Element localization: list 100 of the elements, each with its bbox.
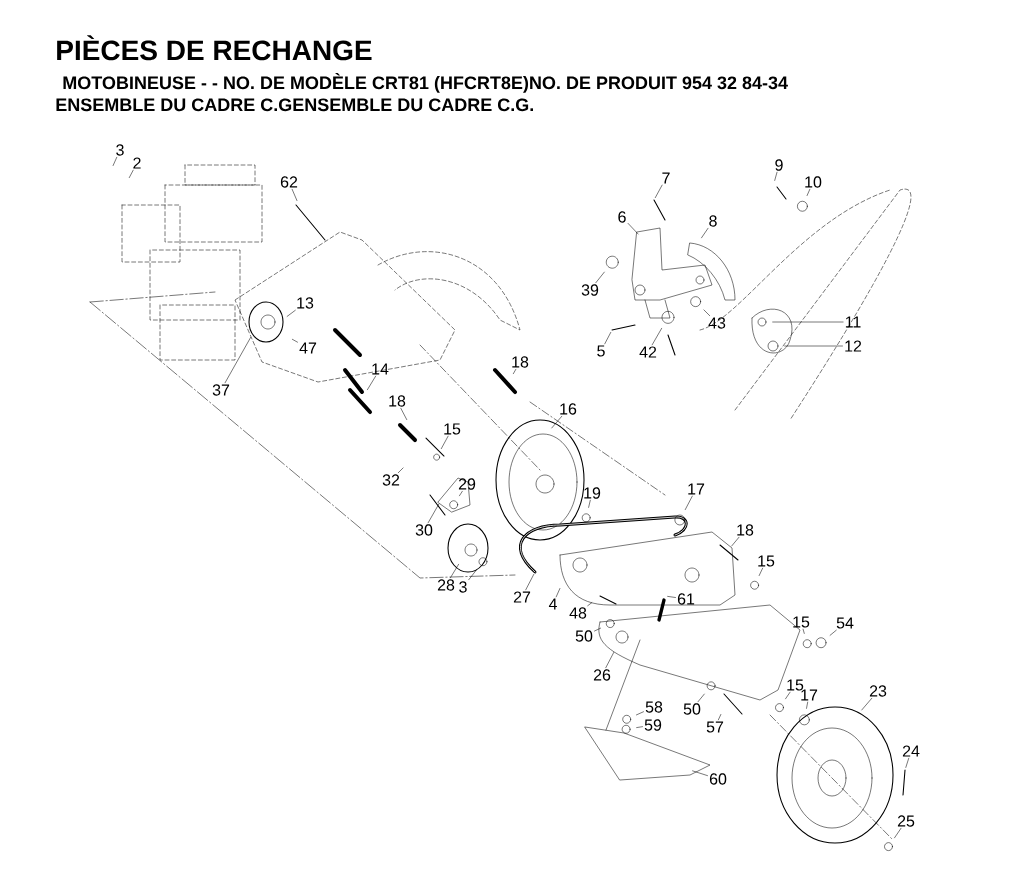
callout-number: 59 — [644, 719, 662, 731]
callout-number: 15 — [793, 616, 810, 628]
callout-number: 47 — [299, 342, 317, 354]
leader-line — [758, 567, 763, 576]
leader-line — [731, 537, 740, 547]
leader-line — [806, 189, 811, 196]
callout-number: 24 — [902, 745, 920, 757]
leader-line — [703, 309, 710, 316]
leader-line — [513, 369, 517, 374]
callout-number: 18 — [512, 356, 529, 368]
callout-number: 60 — [709, 773, 727, 785]
leader-line — [450, 564, 459, 578]
leader-line — [291, 189, 298, 201]
leader-line — [806, 701, 808, 709]
leader-line — [829, 629, 837, 636]
callout-number: 8 — [709, 215, 717, 227]
callout-number: 57 — [706, 721, 724, 733]
callout-number: 18 — [389, 395, 406, 407]
callout-number: 32 — [382, 474, 400, 486]
leader-line — [292, 339, 298, 343]
callout-number: 58 — [645, 701, 663, 713]
leader-line — [655, 184, 663, 198]
leader-line — [784, 345, 843, 347]
leader-line — [588, 500, 591, 508]
leader-line — [636, 711, 644, 716]
callout-number: 7 — [662, 172, 670, 184]
callout-number: 50 — [575, 630, 593, 642]
leader-line — [627, 223, 639, 235]
callout-number: 19 — [584, 487, 601, 499]
subtitle: MOTOBINEUSE - - NO. DE MODÈLE CRT81 (HFCRT8E)NO. DE PRODUIT 954 32 84-34 — [63, 73, 788, 93]
callout-number: 5 — [597, 345, 605, 357]
callout-number: 37 — [212, 384, 230, 396]
callout-number: 6 — [618, 211, 626, 223]
leader-line — [286, 310, 296, 317]
callout-number: 48 — [569, 607, 587, 619]
leader-line — [551, 416, 563, 429]
title: PIÈCES DE RECHANGE — [57, 35, 372, 61]
callout-number: 17 — [801, 689, 818, 701]
callout-number: 16 — [560, 403, 577, 415]
leader-line — [367, 375, 376, 390]
callout-number: 10 — [805, 176, 822, 188]
callout-number: 27 — [513, 591, 531, 603]
callout-number: 11 — [845, 316, 861, 328]
callout-number: 28 — [437, 579, 455, 591]
leader-line — [605, 652, 615, 668]
callout-number: 15 — [787, 679, 804, 691]
callout-number: 4 — [548, 598, 557, 610]
leader-line — [802, 628, 805, 634]
leader-line — [587, 602, 593, 606]
callout-number: 3 — [459, 581, 467, 593]
callout-number: 17 — [688, 483, 705, 495]
leader-line — [684, 495, 693, 510]
leader-line — [398, 467, 404, 473]
leader-line — [224, 337, 251, 383]
callout-number: 54 — [836, 617, 854, 629]
leader-line — [651, 328, 662, 346]
callout-number: 25 — [897, 815, 915, 827]
callout-number: 18 — [737, 524, 754, 536]
leader-line — [667, 596, 676, 598]
callout-number: 29 — [458, 478, 476, 490]
leader-line — [400, 408, 408, 420]
leader-line — [112, 157, 118, 166]
callout-number: 30 — [415, 524, 433, 536]
callout-number: 39 — [581, 284, 599, 296]
callout-number: 26 — [593, 669, 611, 681]
leader-line — [468, 569, 477, 580]
leader-line — [905, 757, 909, 768]
callout-number: 14 — [372, 363, 389, 375]
callout-number: 9 — [775, 159, 783, 171]
callout-number: 61 — [677, 593, 695, 605]
leader-line — [718, 714, 722, 721]
leader-line — [594, 627, 601, 632]
callout-number: 15 — [758, 555, 775, 567]
leader-line — [441, 435, 449, 449]
callout-number: 13 — [297, 297, 314, 309]
leader-line — [525, 574, 535, 591]
leader-line — [774, 172, 778, 181]
leader-line — [636, 726, 643, 728]
leader-line — [785, 691, 791, 700]
leader-line — [861, 698, 873, 711]
leader-line — [894, 828, 902, 839]
leader-line — [701, 228, 709, 239]
callout-number: 62 — [280, 176, 298, 188]
callout-number: 42 — [639, 346, 657, 358]
leader-line — [427, 504, 439, 523]
leader-line — [459, 491, 463, 497]
callout-number: 3 — [116, 144, 124, 156]
callout-number: 50 — [683, 703, 701, 715]
subtitle: ENSEMBLE DU CADRE C.GENSEMBLE DU CADRE C.G. — [56, 98, 533, 112]
leader-line — [772, 321, 844, 323]
callout-number: 2 — [133, 157, 141, 169]
callout-number: 15 — [444, 423, 461, 435]
leader-line — [697, 693, 705, 702]
leader-line — [129, 169, 134, 178]
leader-line — [555, 588, 561, 598]
leader-line — [595, 271, 605, 283]
callout-number: 12 — [845, 340, 862, 352]
callout-number: 23 — [869, 685, 887, 697]
leader-line — [604, 332, 612, 345]
callout-number: 43 — [708, 317, 726, 329]
